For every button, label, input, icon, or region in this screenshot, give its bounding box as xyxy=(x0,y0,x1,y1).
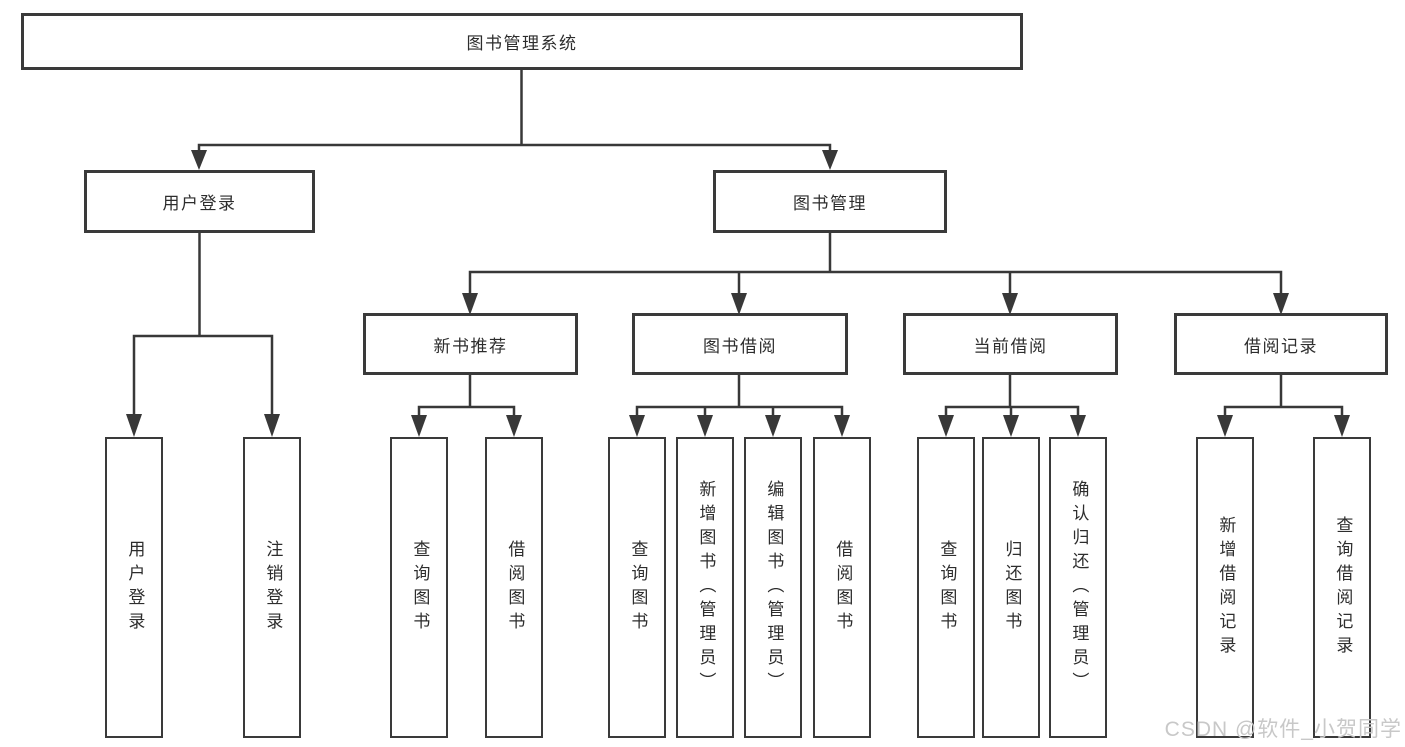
arrow-down-icon xyxy=(1217,415,1233,437)
leaf-return-book: 归还图书 xyxy=(982,437,1040,738)
connector-borrow-records xyxy=(1223,375,1344,417)
leaf-confirm-return-admin: 确认归还（管理员） xyxy=(1049,437,1107,738)
connector-new-book-recommend xyxy=(417,375,516,417)
arrow-down-icon xyxy=(264,414,280,437)
node-current-borrow: 当前借阅 xyxy=(903,313,1118,375)
arrow-down-icon xyxy=(191,150,207,170)
leaf-borrow-book-recommend-label: 借阅图书 xyxy=(505,539,525,636)
node-borrow-records-label: 借阅记录 xyxy=(1244,336,1318,356)
leaf-borrow-book: 借阅图书 xyxy=(813,437,871,738)
leaf-borrow-book-label: 借阅图书 xyxy=(833,539,853,636)
leaf-logout-label: 注销登录 xyxy=(263,539,283,636)
node-book-borrow-label: 图书借阅 xyxy=(703,336,777,356)
leaf-query-book-current: 查询图书 xyxy=(917,437,975,738)
arrow-down-icon xyxy=(765,415,781,437)
node-book-management: 图书管理 xyxy=(713,170,947,233)
arrow-down-icon xyxy=(731,293,747,315)
node-new-book-recommend: 新书推荐 xyxy=(363,313,578,375)
arrow-down-icon xyxy=(1002,293,1018,315)
arrow-down-icon xyxy=(1334,415,1350,437)
connector-user-login xyxy=(132,233,274,416)
connector-root xyxy=(197,70,832,153)
node-borrow-records: 借阅记录 xyxy=(1174,313,1388,375)
arrow-down-icon xyxy=(697,415,713,437)
arrow-down-icon xyxy=(938,415,954,437)
leaf-add-book-admin: 新增图书（管理员） xyxy=(676,437,734,738)
node-current-borrow-label: 当前借阅 xyxy=(973,336,1048,356)
connector-book-management xyxy=(468,233,1283,294)
arrow-down-icon xyxy=(126,414,142,437)
node-root: 图书管理系统 xyxy=(21,13,1023,70)
leaf-confirm-return-admin-label: 确认归还（管理员） xyxy=(1069,479,1089,696)
leaf-query-borrow-record: 查询借阅记录 xyxy=(1313,437,1371,738)
leaf-edit-book-admin: 编辑图书（管理员） xyxy=(744,437,802,738)
leaf-query-book-recommend-label: 查询图书 xyxy=(410,539,430,636)
node-user-login: 用户登录 xyxy=(84,170,315,233)
node-root-label: 图书管理系统 xyxy=(466,34,578,53)
arrow-down-icon xyxy=(506,415,522,437)
arrow-down-icon xyxy=(822,150,838,170)
leaf-edit-book-admin-label: 编辑图书（管理员） xyxy=(764,479,784,696)
leaf-query-book-borrow: 查询图书 xyxy=(608,437,666,738)
arrow-down-icon xyxy=(1273,293,1289,315)
csdn-watermark: CSDN @软件_小贺同学 xyxy=(1164,718,1402,741)
leaf-borrow-book-recommend: 借阅图书 xyxy=(485,437,543,738)
leaf-query-book-recommend: 查询图书 xyxy=(390,437,448,738)
leaf-user-login: 用户登录 xyxy=(105,437,163,738)
leaf-user-login-label: 用户登录 xyxy=(125,539,145,636)
leaf-query-borrow-record-label: 查询借阅记录 xyxy=(1333,515,1353,660)
leaf-return-book-label: 归还图书 xyxy=(1002,539,1022,636)
leaf-logout: 注销登录 xyxy=(243,437,301,738)
arrow-down-icon xyxy=(1003,415,1019,437)
arrow-down-icon xyxy=(834,415,850,437)
node-book-management-label: 图书管理 xyxy=(793,194,867,213)
connector-current-borrow xyxy=(944,375,1080,417)
arrow-down-icon xyxy=(629,415,645,437)
node-book-borrow: 图书借阅 xyxy=(632,313,848,375)
connector-book-borrow xyxy=(635,375,844,417)
arrow-down-icon xyxy=(462,293,478,315)
arrow-down-icon xyxy=(1070,415,1086,437)
arrow-down-icon xyxy=(411,415,427,437)
arrowheads xyxy=(126,150,1350,437)
node-new-book-recommend-label: 新书推荐 xyxy=(433,336,508,356)
leaf-add-borrow-record-label: 新增借阅记录 xyxy=(1216,515,1236,660)
leaf-query-book-borrow-label: 查询图书 xyxy=(628,539,648,636)
node-user-login-label: 用户登录 xyxy=(162,194,237,213)
leaf-query-book-current-label: 查询图书 xyxy=(937,539,957,636)
leaf-add-book-admin-label: 新增图书（管理员） xyxy=(696,479,716,696)
leaf-add-borrow-record: 新增借阅记录 xyxy=(1196,437,1254,738)
